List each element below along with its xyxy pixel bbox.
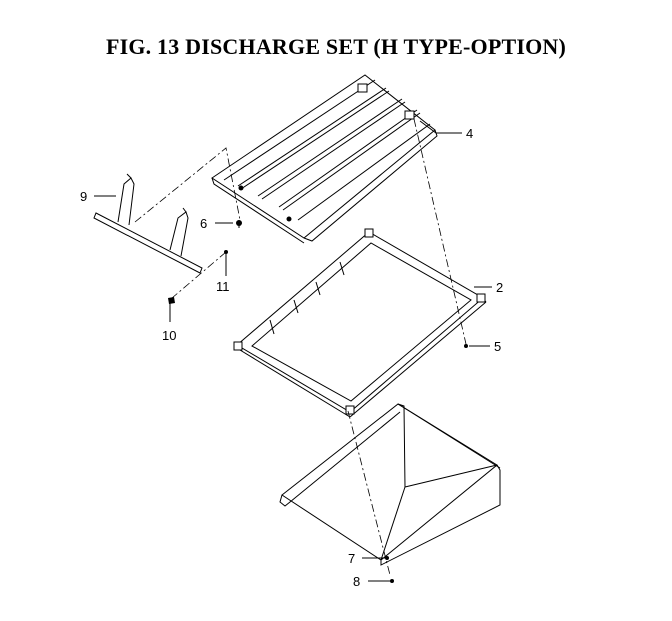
bolt-6-part <box>236 220 242 228</box>
figure-title: FIG. 13 DISCHARGE SET (H TYPE-OPTION) <box>105 34 567 59</box>
discharge-chute-part <box>279 403 501 566</box>
callout-6: 6 <box>200 216 207 231</box>
leader-lines <box>94 120 492 582</box>
callout-5: 5 <box>494 339 501 354</box>
callout-7: 7 <box>348 551 355 566</box>
bolt-7-part <box>385 556 389 560</box>
cover-panel-part <box>211 74 438 244</box>
fastener-10-part <box>168 297 175 304</box>
callout-10: 10 <box>162 328 176 343</box>
bolt-5-part <box>464 344 468 348</box>
callout-9: 9 <box>80 189 87 204</box>
callout-8: 8 <box>353 574 360 589</box>
callout-4: 4 <box>466 126 473 141</box>
callout-2: 2 <box>496 280 503 295</box>
callout-11: 11 <box>216 279 230 294</box>
support-bracket-part <box>93 173 203 274</box>
frame-part <box>233 228 487 418</box>
nut-8-part <box>390 579 394 583</box>
alignment-lines <box>134 118 467 576</box>
